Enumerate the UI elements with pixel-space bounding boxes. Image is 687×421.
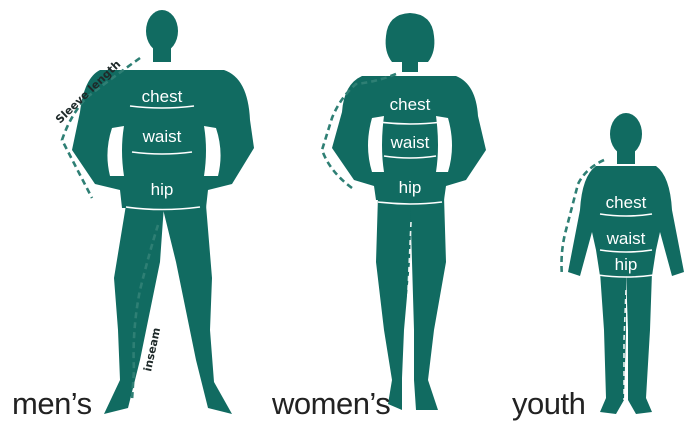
youth-caption: youth [512,386,585,421]
womens-caption: women’s [271,386,390,421]
womens-figure: chest waist hip women’s [271,13,486,421]
womens-hip-label: hip [399,178,422,197]
womens-chest-label: chest [390,95,431,114]
mens-figure: chest waist hip Sleeve length inseam men… [12,10,254,421]
womens-waist-label: waist [390,133,430,152]
youth-chest-label: chest [606,193,647,212]
mens-caption: men’s [12,386,92,421]
youth-figure: chest waist hip youth [512,113,684,421]
mens-chest-label: chest [142,87,183,106]
youth-hip-label: hip [615,255,638,274]
mens-hip-label: hip [151,180,174,199]
mens-waist-label: waist [142,127,182,146]
youth-waist-label: waist [606,229,646,248]
